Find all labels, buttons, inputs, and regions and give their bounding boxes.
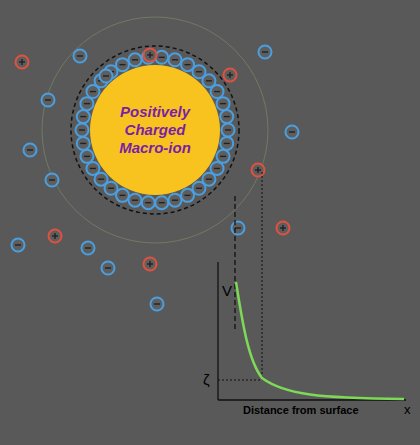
anion [24, 144, 37, 157]
ions [12, 46, 299, 311]
stern-guide [234, 196, 235, 330]
anion [181, 189, 194, 202]
cation [252, 164, 265, 177]
anion [129, 194, 142, 207]
anion [74, 50, 87, 63]
anion [220, 137, 233, 150]
anion [286, 126, 299, 139]
anion [217, 150, 230, 163]
shear-guide [262, 172, 263, 380]
anion [77, 110, 90, 123]
anion [82, 242, 95, 255]
anion [168, 194, 181, 207]
axis-title: Distance from surface [243, 404, 359, 416]
anion [100, 70, 113, 83]
anion [46, 174, 59, 187]
anion [102, 262, 115, 275]
anion [116, 58, 129, 71]
cation [49, 230, 62, 243]
cation [224, 69, 237, 82]
anion [222, 124, 235, 137]
anion [151, 298, 164, 311]
macro-ion-label: Positively Charged Macro-ion [90, 103, 220, 157]
cation [144, 49, 157, 62]
anion [76, 124, 89, 137]
anion [129, 53, 142, 66]
cation [277, 222, 290, 235]
diffuse-layer-boundary [42, 17, 268, 243]
axis-label: x [404, 402, 411, 417]
anion [168, 53, 181, 66]
anion [217, 97, 230, 110]
anion [42, 94, 55, 107]
cation [144, 258, 157, 271]
anion [259, 46, 272, 59]
anion [155, 51, 168, 64]
anion [155, 196, 168, 209]
anion [77, 137, 90, 150]
anion [220, 110, 233, 123]
anion [142, 196, 155, 209]
anion [211, 85, 224, 98]
anion [80, 150, 93, 163]
slipping-plane [71, 46, 239, 214]
macro-ion: Positively Charged Macro-ion [90, 65, 220, 195]
anion [12, 239, 25, 252]
anion [80, 97, 93, 110]
zeta-label: ζ [203, 371, 210, 388]
v-axis [217, 262, 218, 400]
zeta-guide [218, 380, 262, 381]
potential-curve [236, 282, 404, 399]
anion [86, 162, 99, 175]
anion [232, 222, 245, 235]
cation [16, 56, 29, 69]
axis-label: V [222, 282, 232, 299]
